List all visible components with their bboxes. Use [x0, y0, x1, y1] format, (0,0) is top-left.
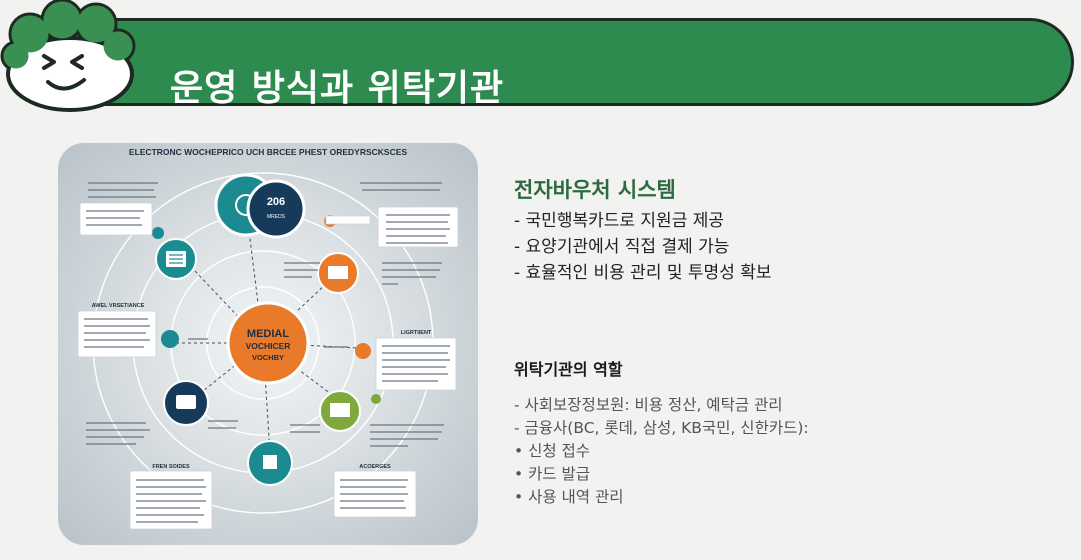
list-item: • 신청 접수	[514, 442, 591, 460]
list-item: - 금융사(BC, 롯데, 삼성, KB국민, 신한카드):	[514, 419, 809, 437]
center-label-1: MEDIAL	[247, 328, 289, 340]
node-top-label-1: 206	[267, 196, 285, 208]
header-banner: 운영 방식과 위탁기관	[12, 18, 1074, 109]
box-left-title: AWEL VRSETIANCE	[92, 303, 145, 309]
box-right-title: LIGRTIIENT	[401, 330, 432, 336]
box-bottom-left-title: FREN SOIDES	[152, 464, 190, 470]
voucher-feature-list: - 국민행복카드로 지원금 제공 - 요양기관에서 직접 결제 가능 - 효율적…	[514, 208, 772, 286]
list-item: - 국민행복카드로 지원금 제공	[514, 211, 725, 231]
agency-role-list: - 사회보장정보원: 비용 정산, 예탁금 관리 - 금융사(BC, 롯데, 삼…	[514, 394, 809, 509]
list-item: • 카드 발급	[514, 465, 591, 483]
center-label-3: VOCHBY	[252, 353, 284, 362]
voucher-system-infographic: ELECTRONC WOCHEPRICO UCH BRCEE PHEST ORE…	[58, 143, 478, 545]
list-item: • 사용 내역 관리	[514, 488, 624, 506]
mascot-icon	[0, 0, 136, 112]
box-bottom-right-title: ACOERGES	[359, 464, 391, 470]
infographic-caption: ELECTRONC WOCHEPRICO UCH BRCEE PHEST ORE…	[129, 147, 407, 157]
list-item: - 요양기관에서 직접 결제 가능	[514, 237, 730, 257]
node-top-label-2: MREDS	[267, 214, 286, 220]
page-title: 운영 방식과 위탁기관	[170, 68, 505, 109]
list-item: - 사회보장정보원: 비용 정산, 예탁금 관리	[514, 396, 783, 414]
infographic-diagram: ELECTRONC WOCHEPRICO UCH BRCEE PHEST ORE…	[58, 143, 478, 545]
section-title-voucher-system: 전자바우처 시스템	[514, 178, 676, 202]
center-label-2: VOCHICER	[246, 341, 291, 351]
list-item: - 효율적인 비용 관리 및 투명성 확보	[514, 263, 772, 283]
section-title-agency-role: 위탁기관의 역할	[514, 360, 623, 379]
